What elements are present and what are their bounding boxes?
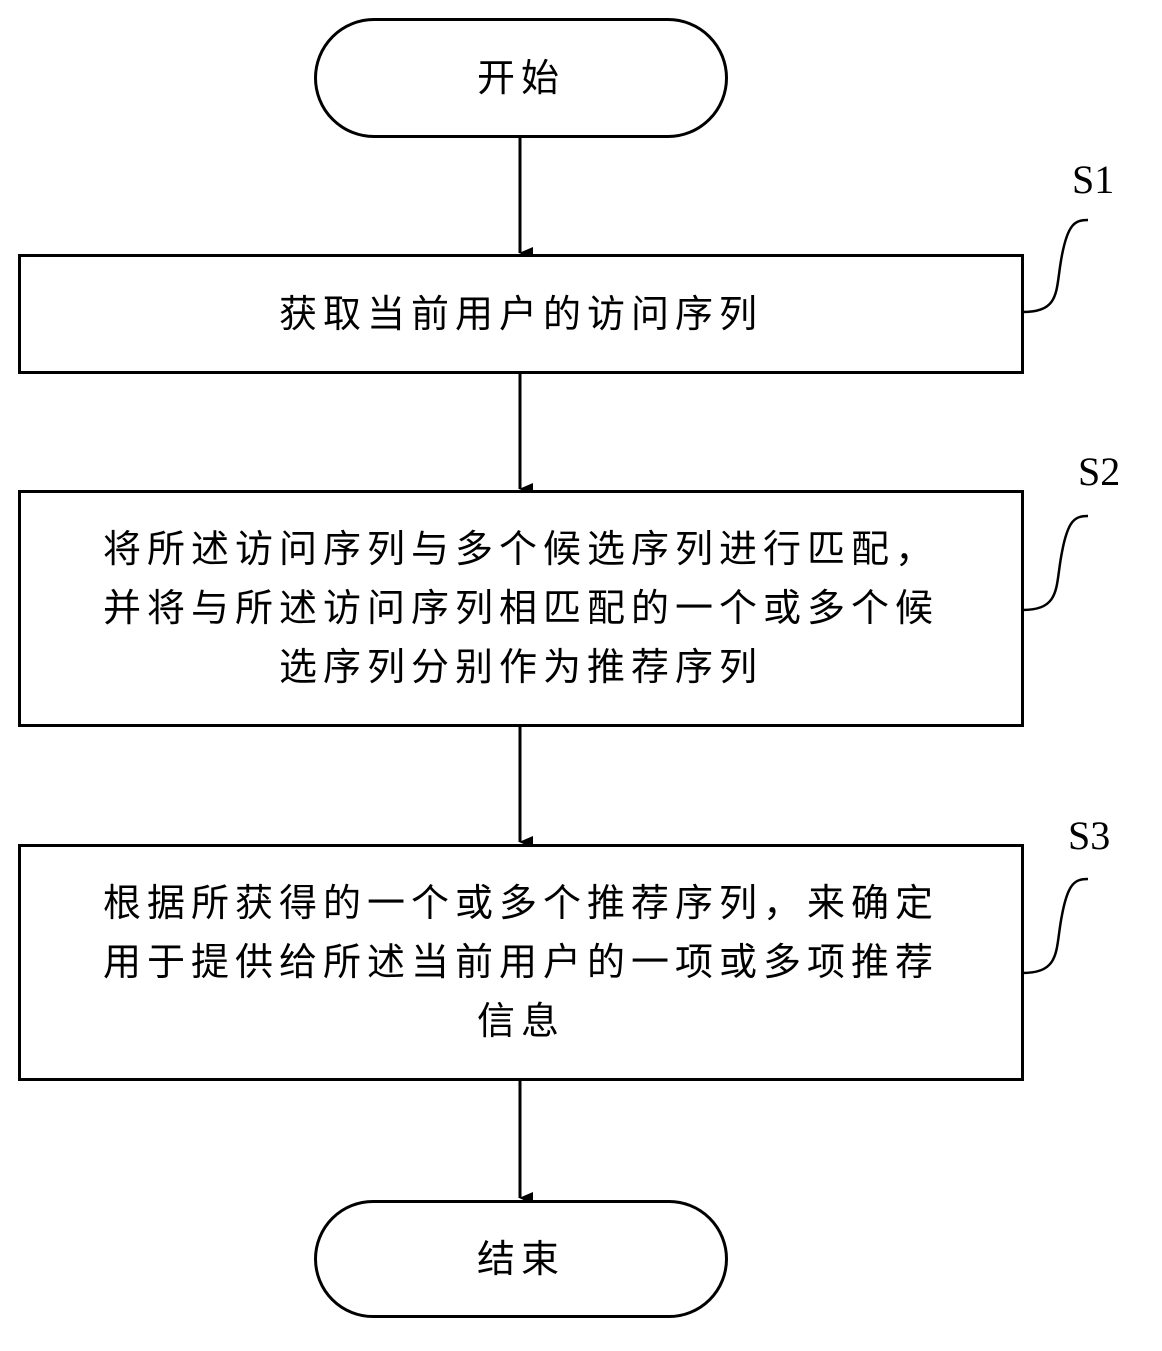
end-label: 结束 (477, 1231, 565, 1288)
step-s1-label: S1 (1072, 160, 1114, 200)
end-node: 结束 (314, 1200, 728, 1318)
step-s3-text-line-1: 根据所获得的一个或多个推荐序列，来确定 (103, 874, 939, 933)
step-s2-label: S2 (1078, 452, 1120, 492)
step-s2-box: 将所述访问序列与多个候选序列进行匹配， 并将与所述访问序列相匹配的一个或多个候 … (18, 490, 1024, 727)
start-node: 开始 (314, 18, 728, 138)
step-s2-text-line-3: 选序列分别作为推荐序列 (279, 638, 763, 697)
step-s3-label: S3 (1068, 816, 1110, 856)
step-s3-leader (1022, 879, 1088, 973)
step-s3-text-line-3: 信息 (477, 992, 565, 1051)
step-s1-leader (1022, 220, 1088, 312)
step-s2-text-line-2: 并将与所述访问序列相匹配的一个或多个候 (103, 579, 939, 638)
step-s1-text-line-1: 获取当前用户的访问序列 (279, 285, 763, 344)
start-label: 开始 (477, 50, 565, 107)
step-s3-text-line-2: 用于提供给所述当前用户的一项或多项推荐 (103, 933, 939, 992)
step-s2-text-line-1: 将所述访问序列与多个候选序列进行匹配， (103, 520, 939, 579)
step-s1-box: 获取当前用户的访问序列 (18, 254, 1024, 374)
step-s2-leader (1022, 516, 1088, 610)
step-s3-box: 根据所获得的一个或多个推荐序列，来确定 用于提供给所述当前用户的一项或多项推荐 … (18, 844, 1024, 1081)
